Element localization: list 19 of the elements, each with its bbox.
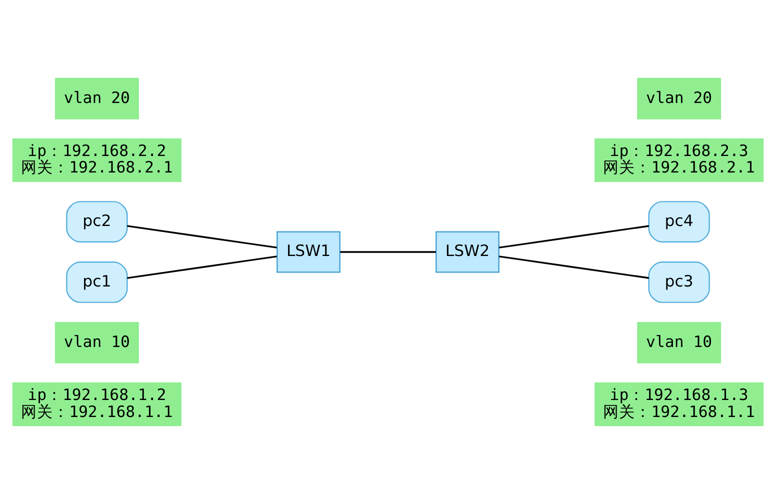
node-box: ip：192.168.1.2 网关：192.168.1.1 [12,382,182,426]
node-box: pc1 [66,262,128,303]
node-box: ip：192.168.2.2 网关：192.168.2.1 [12,138,182,182]
connector [127,225,277,248]
node-box: pc4 [648,201,710,242]
connector [127,256,277,279]
node-box: LSW2 [436,231,500,273]
connector [498,225,649,248]
connector [340,251,436,253]
node-box: vlan 20 [637,78,722,120]
node-box: vlan 10 [54,322,139,364]
node-box: ip：192.168.1.3 网关：192.168.1.1 [594,382,764,426]
node-box: vlan 10 [637,322,722,364]
node-box: LSW1 [276,231,340,273]
node-box: pc3 [648,262,710,303]
connector [498,256,649,279]
node-box: vlan 20 [54,78,139,120]
node-box: ip：192.168.2.3 网关：192.168.2.1 [594,138,764,182]
node-box: pc2 [66,201,128,242]
